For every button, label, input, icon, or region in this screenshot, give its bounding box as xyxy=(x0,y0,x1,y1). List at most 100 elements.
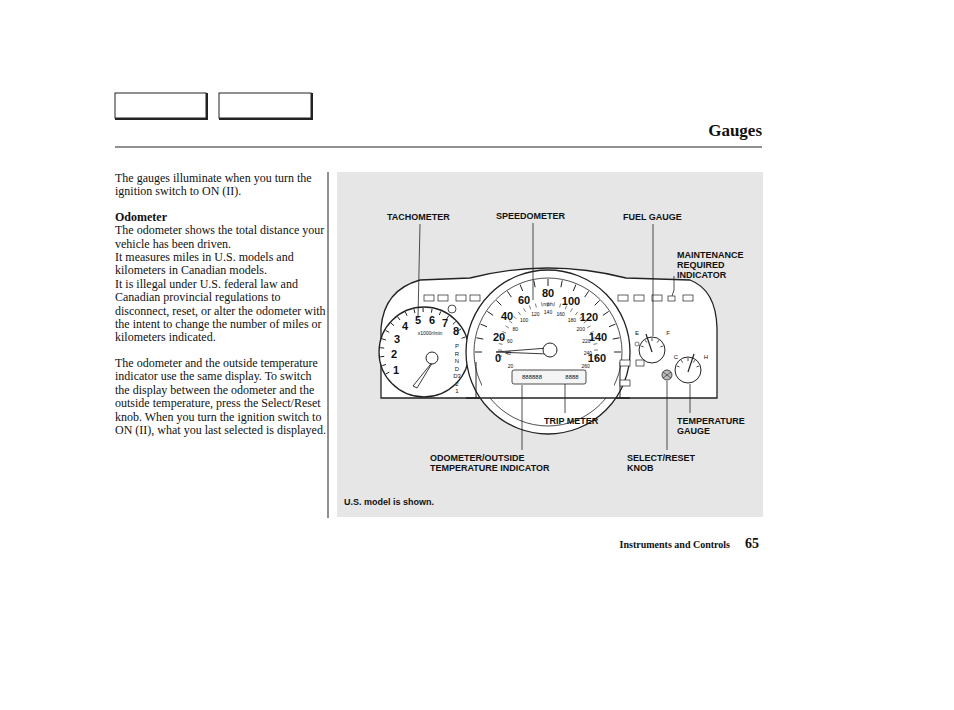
body-text: The gauges illuminate when you turn the … xyxy=(115,172,327,199)
dial-tick xyxy=(380,356,384,357)
kmh-number: 180 xyxy=(568,317,576,322)
kmh-number: 220 xyxy=(582,338,590,343)
kmh-number: 260 xyxy=(581,363,589,368)
dial-number: 4 xyxy=(402,321,408,332)
gear-indicator: P xyxy=(455,343,459,349)
gear-indicator: 2 xyxy=(455,381,458,387)
dial-tick xyxy=(587,326,590,328)
dial-tick xyxy=(499,343,503,345)
dial-tick xyxy=(660,346,663,347)
callout-label: MAINTENANCE REQUIRED INDICATOR xyxy=(677,250,757,280)
dial-number: 120 xyxy=(580,312,598,323)
kmh-number: 60 xyxy=(507,338,513,343)
dial-tick xyxy=(453,322,456,325)
gauge-mark: H xyxy=(704,354,708,360)
dial-tick xyxy=(487,311,493,315)
display-digits: 8888 xyxy=(565,374,578,380)
dial-tick xyxy=(380,347,384,348)
dial-number: 8 xyxy=(453,326,459,337)
callout-label: TEMPERATURE GAUGE xyxy=(677,416,749,436)
dial-tick xyxy=(498,349,502,350)
dial-number: 100 xyxy=(562,296,580,307)
dial-tick xyxy=(645,340,647,342)
dial-tick xyxy=(614,352,621,353)
callout-label: ODOMETER/OUTSIDE TEMPERATURE INDICATOR xyxy=(430,453,570,473)
dial-tick xyxy=(688,358,689,361)
dial-tick xyxy=(609,324,615,327)
kmh-number: 120 xyxy=(531,312,539,317)
dial-tick xyxy=(570,308,572,311)
figure-note: U.S. model is shown. xyxy=(344,497,434,507)
dial-tick xyxy=(518,312,520,315)
gear-indicator: R xyxy=(455,351,459,357)
dial-tick xyxy=(529,306,530,310)
gauge-mark: F xyxy=(666,330,670,336)
body-text: It measures miles in U.S. models and kil… xyxy=(115,251,327,278)
kmh-number: 200 xyxy=(577,327,585,332)
dial-tick xyxy=(593,343,597,345)
dial-tick xyxy=(585,291,589,297)
dial-number: 40 xyxy=(501,311,513,322)
dial-tick xyxy=(561,280,562,287)
dial-tick xyxy=(652,338,653,341)
kmh-number: 40 xyxy=(505,351,511,356)
dial-tick xyxy=(613,338,620,339)
kmh-number: 160 xyxy=(556,312,564,317)
dial-number: 60 xyxy=(518,295,530,306)
unit-label: mph xyxy=(543,302,553,307)
dial-tick xyxy=(476,338,483,339)
dial-tick xyxy=(475,352,482,353)
dial-tick xyxy=(386,372,389,374)
dial-tick xyxy=(431,309,433,313)
callout-label: FUEL GAUGE xyxy=(623,212,682,222)
instrument-cluster xyxy=(379,268,717,434)
dial-tick xyxy=(657,340,659,342)
dial-tick xyxy=(681,360,683,362)
display-digits: 888888 xyxy=(522,374,542,380)
dial-tick xyxy=(462,337,466,338)
text-column: The gauges illuminate when you turn the … xyxy=(115,172,327,437)
body-text: The odometer and the outside temperature… xyxy=(115,357,327,437)
dial-number: 3 xyxy=(394,334,400,345)
figure-panel xyxy=(337,172,763,517)
dial-tick xyxy=(603,311,609,315)
dial-tick xyxy=(391,323,394,326)
column-rule xyxy=(328,172,329,518)
dial-number: 5 xyxy=(415,315,421,326)
dial-number: 140 xyxy=(589,332,607,343)
dial-tick xyxy=(696,366,699,367)
dial-tick xyxy=(513,316,516,319)
leader-lines xyxy=(418,223,690,450)
dial-tick xyxy=(535,304,536,308)
gear-indicator: 1 xyxy=(455,388,458,394)
dial-number: 6 xyxy=(429,315,435,326)
kmh-number: 240 xyxy=(584,351,592,356)
dial-tick xyxy=(534,280,535,287)
dial-tick xyxy=(524,308,526,311)
dial-tick xyxy=(575,312,577,315)
dial-tick xyxy=(693,360,695,362)
footer-text: Instruments and Controls xyxy=(620,539,730,550)
page-number: 65 xyxy=(745,536,759,552)
dial-tick xyxy=(548,279,549,286)
gear-indicator: N xyxy=(455,358,459,364)
kmh-number: 20 xyxy=(508,363,514,368)
unit-label: x1000r/min xyxy=(418,331,443,336)
dial-tick xyxy=(398,317,400,320)
body-text: It is illegal under U.S. federal law and… xyxy=(115,278,327,345)
dial-tick xyxy=(520,285,523,291)
dial-number: 2 xyxy=(391,349,397,360)
dial-tick xyxy=(573,285,576,291)
kmh-number: 100 xyxy=(520,317,528,322)
callout-label: SELECT/RESET KNOB xyxy=(627,453,701,473)
kmh-number: 80 xyxy=(512,327,518,332)
callout-label: TRIP METER xyxy=(544,416,598,426)
header-rule xyxy=(115,147,762,148)
dial-tick xyxy=(505,326,508,328)
dial-tick xyxy=(595,300,600,305)
body-text: The odometer shows the total distance yo… xyxy=(115,224,327,251)
dial-tick xyxy=(541,302,543,306)
dial-tick xyxy=(439,311,441,315)
dial-tick xyxy=(553,302,555,306)
